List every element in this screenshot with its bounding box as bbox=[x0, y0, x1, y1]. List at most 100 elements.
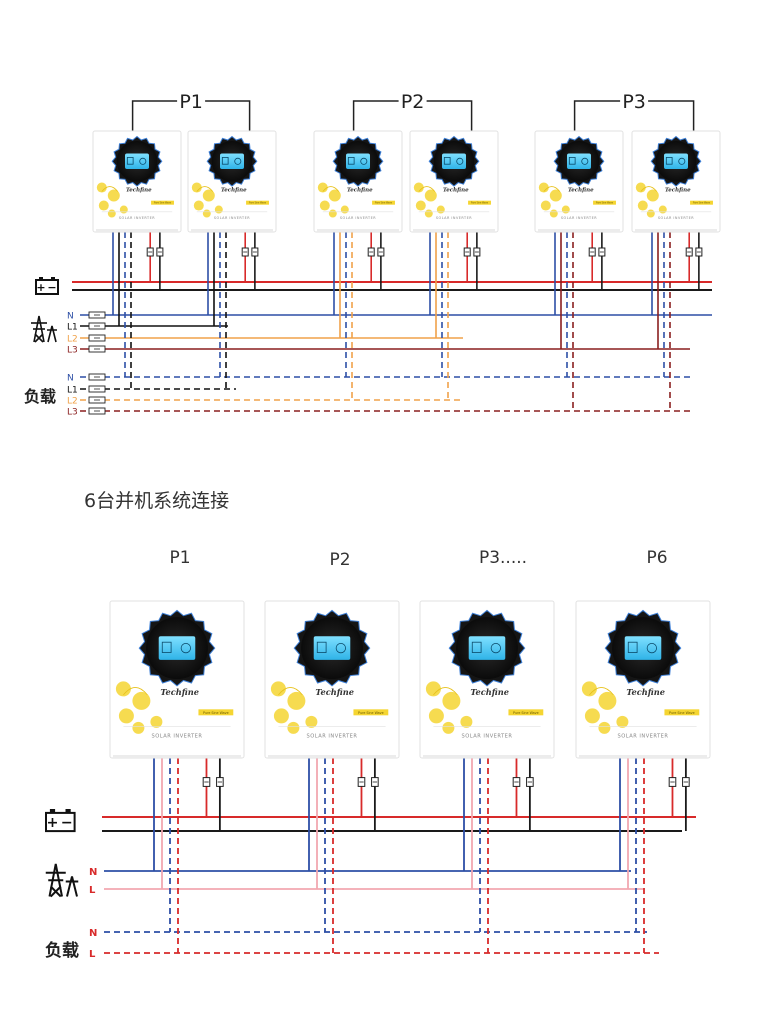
lcd-screen bbox=[468, 636, 506, 660]
battery-terminal bbox=[49, 809, 56, 813]
sun-icon bbox=[616, 715, 629, 728]
sun-icon bbox=[598, 691, 617, 710]
model-badge bbox=[508, 709, 544, 716]
breaker-icon bbox=[202, 777, 211, 787]
sun-icon bbox=[340, 205, 349, 214]
sun-icon bbox=[193, 200, 204, 211]
brand-logo: Techfine bbox=[470, 687, 509, 697]
sun-icon bbox=[436, 205, 445, 214]
breaker-icon bbox=[473, 247, 481, 257]
lcd-icon bbox=[347, 157, 355, 165]
inverter-shadow bbox=[268, 755, 396, 758]
brand-logo: Techfine bbox=[443, 188, 469, 194]
sun-icon bbox=[658, 205, 667, 214]
model-badge-text: Pure Sine Wave bbox=[693, 202, 711, 205]
battery-body bbox=[35, 279, 59, 295]
inverter-shadow bbox=[96, 229, 178, 232]
unit-label: P1 bbox=[169, 548, 190, 568]
sun-icon bbox=[118, 708, 134, 724]
sun-icon bbox=[328, 189, 341, 202]
sun-icon bbox=[561, 205, 570, 214]
model-badge bbox=[593, 200, 616, 205]
sun-icon bbox=[646, 209, 655, 218]
tower-stroke bbox=[34, 333, 44, 343]
battery-terminal bbox=[39, 277, 43, 280]
battery-terminal bbox=[51, 277, 55, 280]
model-badge bbox=[198, 709, 234, 716]
sun-icon bbox=[584, 708, 600, 724]
lcd-icon bbox=[490, 642, 501, 654]
lcd-icon bbox=[139, 157, 147, 165]
lcd-icon bbox=[443, 157, 451, 165]
product-name: SOLAR INVERTER bbox=[462, 734, 513, 740]
sun-icon bbox=[132, 721, 145, 734]
breaker-icon bbox=[88, 322, 106, 330]
leaf-icon bbox=[433, 687, 458, 696]
product-name: SOLAR INVERTER bbox=[618, 734, 669, 740]
lcd-icon bbox=[180, 642, 191, 654]
lcd-icon bbox=[335, 642, 346, 654]
lcd-icon bbox=[581, 157, 589, 165]
sun-icon bbox=[98, 200, 109, 211]
brand-logo: Techfine bbox=[221, 188, 247, 194]
breaker-icon bbox=[377, 247, 385, 257]
model-badge bbox=[690, 200, 713, 205]
breaker-icon bbox=[682, 777, 690, 787]
battery-plus: + bbox=[47, 815, 59, 831]
breaker-icon bbox=[371, 777, 379, 787]
lcd-icon bbox=[665, 157, 673, 165]
product-name: SOLAR INVERTER bbox=[307, 734, 358, 740]
grid-line-label: L bbox=[89, 885, 96, 896]
group-bracket bbox=[131, 100, 178, 131]
brand-logo: Techfine bbox=[347, 188, 373, 194]
breaker-icon bbox=[367, 247, 375, 257]
lcd-icon bbox=[568, 157, 576, 165]
battery-icon: +− bbox=[35, 277, 59, 295]
load-line-label: L bbox=[89, 949, 96, 960]
product-name: SOLAR INVERTER bbox=[214, 216, 250, 220]
tower-stroke bbox=[50, 885, 62, 898]
inverter-shadow bbox=[317, 229, 399, 232]
sun-icon bbox=[549, 209, 558, 218]
model-badge-text: Pure Sine Wave bbox=[596, 202, 614, 205]
lcd-icon bbox=[678, 157, 686, 165]
sun-icon bbox=[96, 182, 107, 193]
model-badge bbox=[151, 200, 174, 205]
product-name: SOLAR INVERTER bbox=[340, 216, 376, 220]
leaf-icon bbox=[640, 186, 658, 192]
tower-stroke bbox=[47, 325, 57, 343]
breaker-icon bbox=[88, 407, 106, 415]
breaker-icon bbox=[695, 247, 703, 257]
tower-stroke bbox=[65, 876, 79, 897]
sun-icon bbox=[107, 209, 116, 218]
lcd-screen bbox=[624, 636, 662, 660]
lcd-icon bbox=[316, 641, 327, 653]
brand-logo: Techfine bbox=[626, 687, 665, 697]
breaker-icon bbox=[512, 777, 521, 787]
model-badge-text: Pure Sine Wave bbox=[154, 202, 172, 205]
sun-icon bbox=[424, 209, 433, 218]
lcd-icon bbox=[221, 157, 229, 165]
breaker-icon bbox=[88, 385, 106, 393]
lcd-icon bbox=[234, 157, 242, 165]
lcd-icon bbox=[126, 157, 134, 165]
breaker-icon bbox=[88, 311, 106, 319]
sun-icon bbox=[202, 209, 211, 218]
bottom-wiring bbox=[102, 758, 696, 954]
sun-icon bbox=[328, 209, 337, 218]
sun-icon bbox=[150, 715, 163, 728]
sun-icon bbox=[270, 681, 286, 697]
load-label: 负载 bbox=[24, 387, 56, 406]
group-bracket bbox=[352, 100, 399, 131]
sun-icon bbox=[538, 182, 549, 193]
breaker-icon bbox=[463, 247, 471, 257]
sun-icon bbox=[425, 681, 441, 697]
leaf-icon bbox=[543, 186, 561, 192]
power-tower-icon bbox=[31, 315, 57, 343]
sun-icon bbox=[287, 721, 300, 734]
sun-icon bbox=[598, 721, 611, 734]
